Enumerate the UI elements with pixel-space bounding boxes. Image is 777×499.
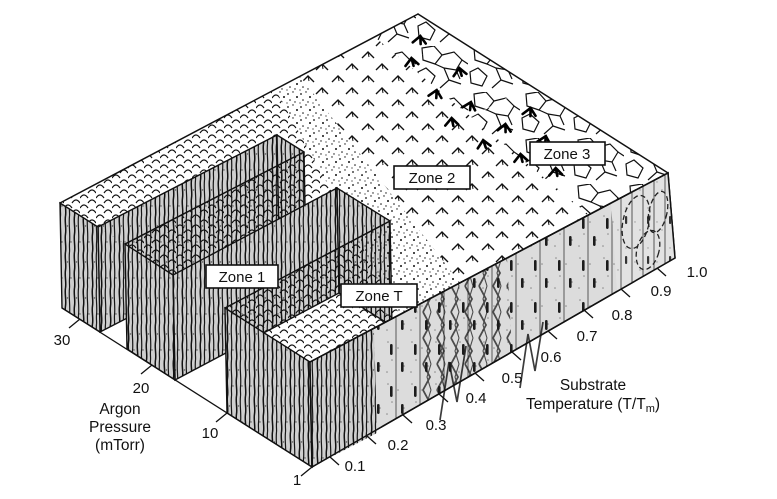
zone1-label-box (205, 264, 279, 289)
temperature-title-line2-pre: Temperature (T/T (526, 396, 646, 413)
zoneT-label-text: Zone T (355, 288, 402, 305)
zone3-label: Zone 3 (529, 141, 606, 166)
temp-tick-0.1 (329, 456, 340, 466)
temp-tick-label-0.8: 0.8 (612, 307, 633, 324)
pressure-tick-30 (68, 318, 81, 329)
zone2-label-box (393, 165, 471, 190)
front-face-grain-outlines (621, 190, 669, 271)
temp-tick-1.0 (656, 267, 667, 277)
front-face-zigzag-patch (417, 258, 512, 404)
pressure-axis-line (61, 307, 313, 468)
rim-edge-back (59, 13, 419, 204)
pressure-title-line1: Argon (99, 401, 140, 418)
pressure-tick-10 (215, 412, 228, 423)
zone3-label-box (529, 141, 606, 166)
pressure-tick-20 (140, 364, 153, 375)
temp-tick-0.2 (366, 435, 377, 445)
zone-labels: Zone 1 Zone T Zone 2 Zone 3 (205, 141, 606, 308)
temperature-title-line2-post: ) (655, 396, 660, 413)
temperature-axis: 0.1 0.2 0.3 0.4 0.5 0.6 0.7 0.8 0.9 1.0 … (329, 264, 708, 475)
temperature-title-line1: Substrate (560, 377, 626, 394)
front-face-right-end (611, 173, 675, 291)
temp-tick-label-1.0: 1.0 (687, 264, 708, 281)
temp-tick-label-0.7: 0.7 (577, 328, 598, 345)
pressure-axis: 30 20 10 1 Argon Pressure (mTorr) (54, 307, 313, 489)
zoneT-label-box (340, 283, 418, 308)
pressure-tick-label-1: 1 (293, 472, 301, 489)
pressure-axis-title: Argon Pressure (mTorr) (89, 401, 151, 454)
zone1-label-text: Zone 1 (219, 269, 266, 286)
temp-tick-label-0.2: 0.2 (388, 437, 409, 454)
zone2-label: Zone 2 (393, 165, 471, 190)
pressure-title-line3: (mTorr) (95, 437, 145, 454)
zone3-label-text: Zone 3 (544, 146, 591, 163)
temperature-axis-title: Substrate Temperature (T/Tm) (526, 377, 660, 415)
temp-tick-label-0.1: 0.1 (345, 458, 366, 475)
pressure-title-line2: Pressure (89, 419, 151, 436)
trench1-near-edge (224, 220, 391, 309)
pressure-tick-label-10: 10 (202, 425, 219, 442)
rim-edge-front (309, 172, 669, 363)
trench2-near-edge (124, 151, 305, 245)
front-face-dense-left (310, 328, 377, 467)
temp-tick-label-0.9: 0.9 (651, 283, 672, 300)
temperature-ticks (329, 267, 667, 466)
block-edges (59, 13, 669, 363)
temperature-title-subscript: m (646, 403, 655, 415)
temp-tick-0.9 (620, 288, 631, 298)
front-face-crack-line-2 (519, 321, 544, 389)
temp-tick-label-0.4: 0.4 (466, 390, 487, 407)
temp-tick-0.7 (547, 330, 558, 340)
temp-tick-0.3 (402, 414, 413, 424)
temp-tick-0.8 (583, 309, 594, 319)
pressure-tick-label-30: 30 (54, 332, 71, 349)
temperature-title-line2: Temperature (T/Tm) (526, 396, 660, 415)
temp-tick-label-0.5: 0.5 (502, 370, 523, 387)
zoneT-label: Zone T (340, 283, 418, 308)
pressure-ticks (68, 318, 313, 477)
temp-tick-label-0.6: 0.6 (541, 349, 562, 366)
pressure-tick-1 (300, 466, 313, 477)
zone1-label: Zone 1 (205, 264, 279, 289)
rim-edge-right (417, 13, 669, 174)
zone2-label-text: Zone 2 (409, 170, 456, 187)
pressure-tick-label-20: 20 (133, 380, 150, 397)
temp-tick-0.4 (438, 393, 449, 403)
temp-tick-0.5 (474, 372, 485, 382)
temp-tick-label-0.3: 0.3 (426, 417, 447, 434)
temp-tick-0.6 (511, 351, 522, 361)
